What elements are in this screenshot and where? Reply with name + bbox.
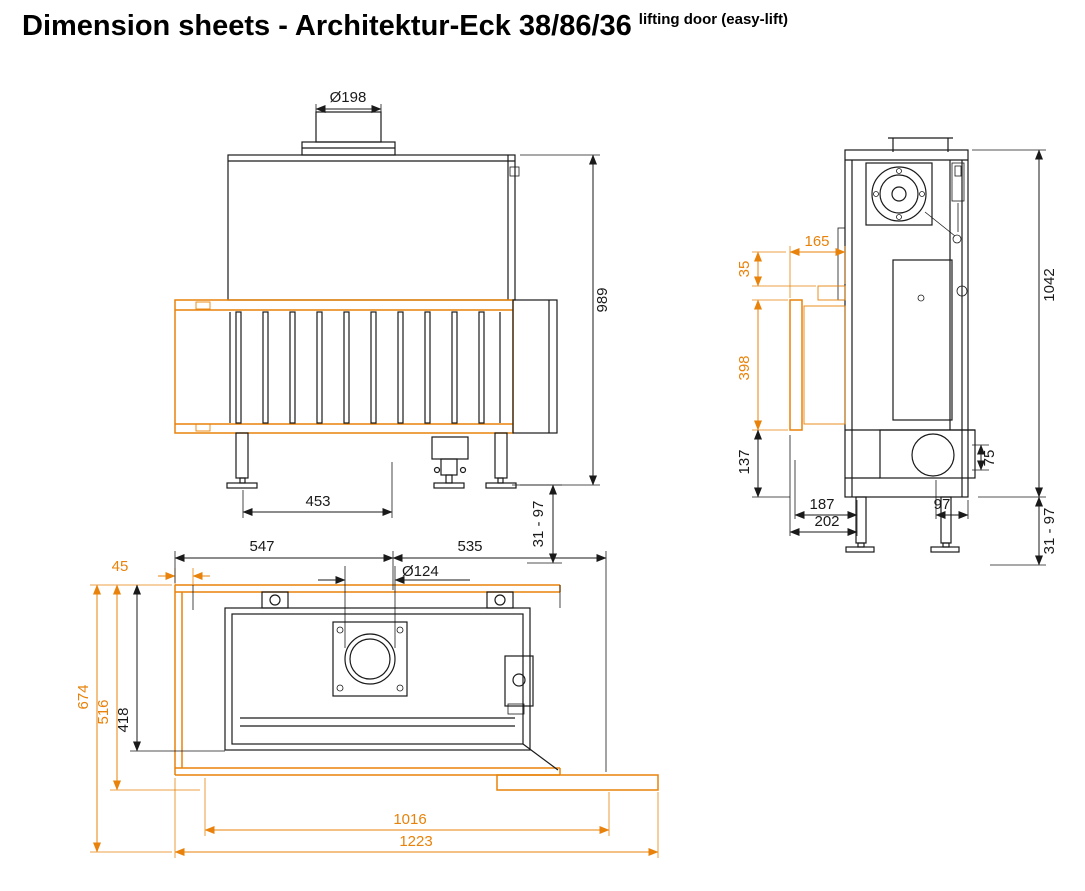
dim-label-35: 35: [736, 261, 753, 278]
front-hood: [227, 154, 520, 301]
side-fan-assembly: [865, 162, 933, 226]
dim-label-flue-198: Ø198: [330, 89, 367, 106]
dim-label-453: 453: [305, 493, 330, 510]
side-flue-outlet: [911, 433, 955, 477]
dim-label-1223: 1223: [399, 833, 432, 850]
side-legs-feet: [845, 496, 960, 553]
dim-side-top-offset: 35: [736, 251, 816, 287]
dim-top-depth-glass: 516: [95, 584, 200, 791]
page-title: Dimension sheets - Architektur-Eck 38/86…: [22, 10, 788, 43]
side-view: 165 35 398 137: [736, 137, 1058, 566]
dim-label-202: 202: [814, 513, 839, 530]
dim-side-outlet-offset: 75: [972, 444, 998, 471]
dim-label-side-foot-range: 31 - 97: [1041, 508, 1058, 555]
top-flue-plate: [332, 621, 408, 697]
side-lift-rod: [837, 227, 846, 301]
top-view: 45 547 535 Ø124: [75, 538, 659, 858]
dim-front-flue-diameter: Ø198: [315, 89, 382, 118]
dim-side-base-height: 137: [736, 429, 790, 498]
front-flue-collar: [301, 111, 396, 156]
dim-top-width-inner: 1016: [204, 778, 610, 836]
dim-top-wall-gap: 45: [112, 558, 210, 585]
dim-side-foot-depth-outer: 202: [789, 435, 858, 536]
dim-label-989: 989: [594, 287, 611, 312]
top-firebox: [224, 607, 559, 771]
side-body: [844, 149, 976, 498]
dim-label-97: 97: [934, 496, 951, 513]
dim-label-535: 535: [457, 538, 482, 555]
dim-top-left-width: 547: [174, 538, 394, 590]
page-title-superscript: lifting door (easy-lift): [638, 11, 788, 28]
dim-label-674: 674: [75, 684, 92, 709]
dim-label-398: 398: [736, 355, 753, 380]
side-door-panel: [789, 285, 846, 431]
dim-side-total-height: 1042: [972, 149, 1058, 498]
side-cable-mechanism: [924, 162, 965, 244]
dim-side-front-offset: 165: [789, 233, 846, 298]
front-firebox-frame: [174, 299, 514, 434]
dim-top-right-width: 535: [392, 538, 607, 772]
dim-label-137: 137: [736, 449, 753, 474]
dim-label-547: 547: [249, 538, 274, 555]
dim-front-base-width: 453: [242, 462, 393, 518]
dim-label-165: 165: [804, 233, 829, 250]
dim-side-rear-offset: 97: [934, 480, 969, 519]
dim-label-516: 516: [95, 699, 112, 724]
dim-top-depth-total: 674: [75, 584, 172, 853]
dim-label-flue-124: Ø124: [402, 563, 439, 580]
dim-front-foot-adjust: 31 - 97: [512, 484, 562, 564]
dim-label-1042: 1042: [1041, 268, 1058, 301]
top-lift-posts: [261, 591, 514, 609]
dim-label-418: 418: [115, 707, 132, 732]
dim-front-total-height: 989: [520, 154, 611, 486]
dim-label-front-foot-range: 31 - 97: [530, 501, 547, 548]
front-legs-feet: [226, 432, 517, 489]
top-corner-mechanism: [504, 655, 534, 715]
dim-top-depth-body: 418: [115, 584, 225, 752]
dim-side-glass-height: 398: [736, 299, 788, 431]
top-wall-line: [192, 585, 561, 610]
dim-side-foot-adjust: 31 - 97: [990, 496, 1058, 566]
dim-label-187: 187: [809, 496, 834, 513]
top-surround-frame: [174, 584, 659, 791]
side-heat-exchanger: [892, 259, 968, 421]
front-right-return-panel: [512, 299, 558, 434]
front-view: Ø198 989 453 31 - 97: [174, 89, 611, 564]
dim-label-45: 45: [112, 558, 129, 575]
dim-label-1016: 1016: [393, 811, 426, 828]
dim-top-width-total: 1223: [174, 778, 659, 858]
page-title-text: Dimension sheets - Architektur-Eck 38/86…: [22, 10, 632, 42]
dim-side-foot-depth-inner: 187: [794, 460, 858, 536]
dim-top-flue-diameter: Ø124: [318, 563, 470, 648]
front-louvres: [229, 311, 501, 424]
dim-label-75: 75: [981, 450, 998, 467]
